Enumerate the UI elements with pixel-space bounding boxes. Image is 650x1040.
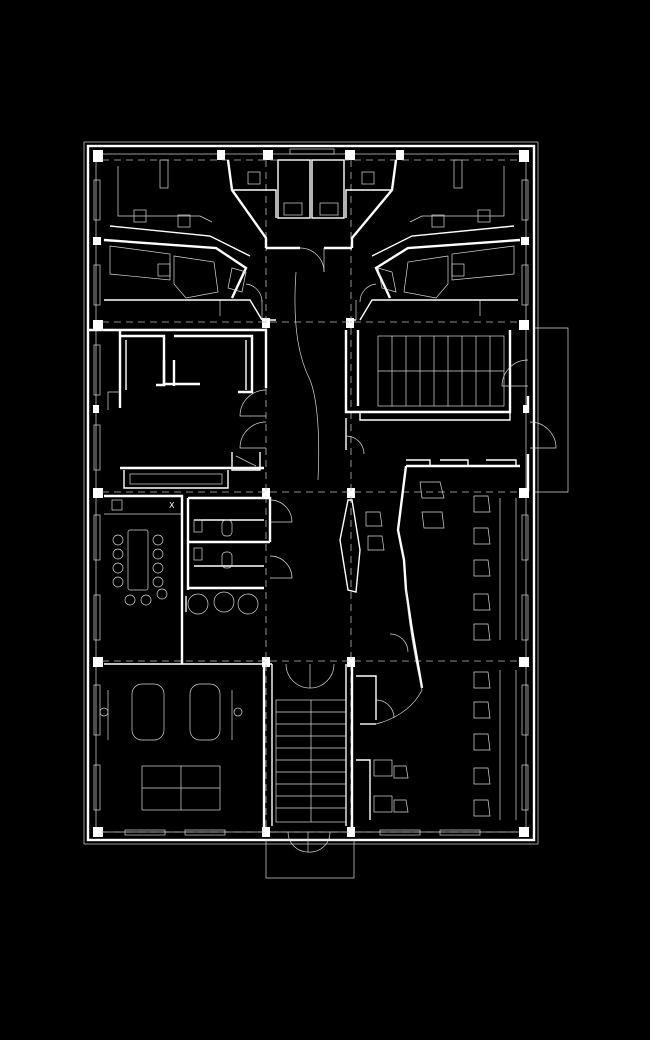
top-offices: [103, 159, 521, 321]
south-workstations: [356, 670, 517, 820]
structural-columns: [93, 150, 529, 837]
stair-core-south: [262, 663, 395, 879]
x-mark-label: X: [169, 501, 175, 510]
structural-grid: [102, 159, 520, 833]
meeting-and-wc: X: [104, 494, 293, 665]
storage-rooms: [88, 328, 268, 489]
open-office: [339, 459, 520, 725]
lounge: [99, 663, 243, 811]
central-corridor: [261, 271, 357, 481]
stair-core-north: [344, 327, 569, 493]
windows: [93, 148, 529, 836]
